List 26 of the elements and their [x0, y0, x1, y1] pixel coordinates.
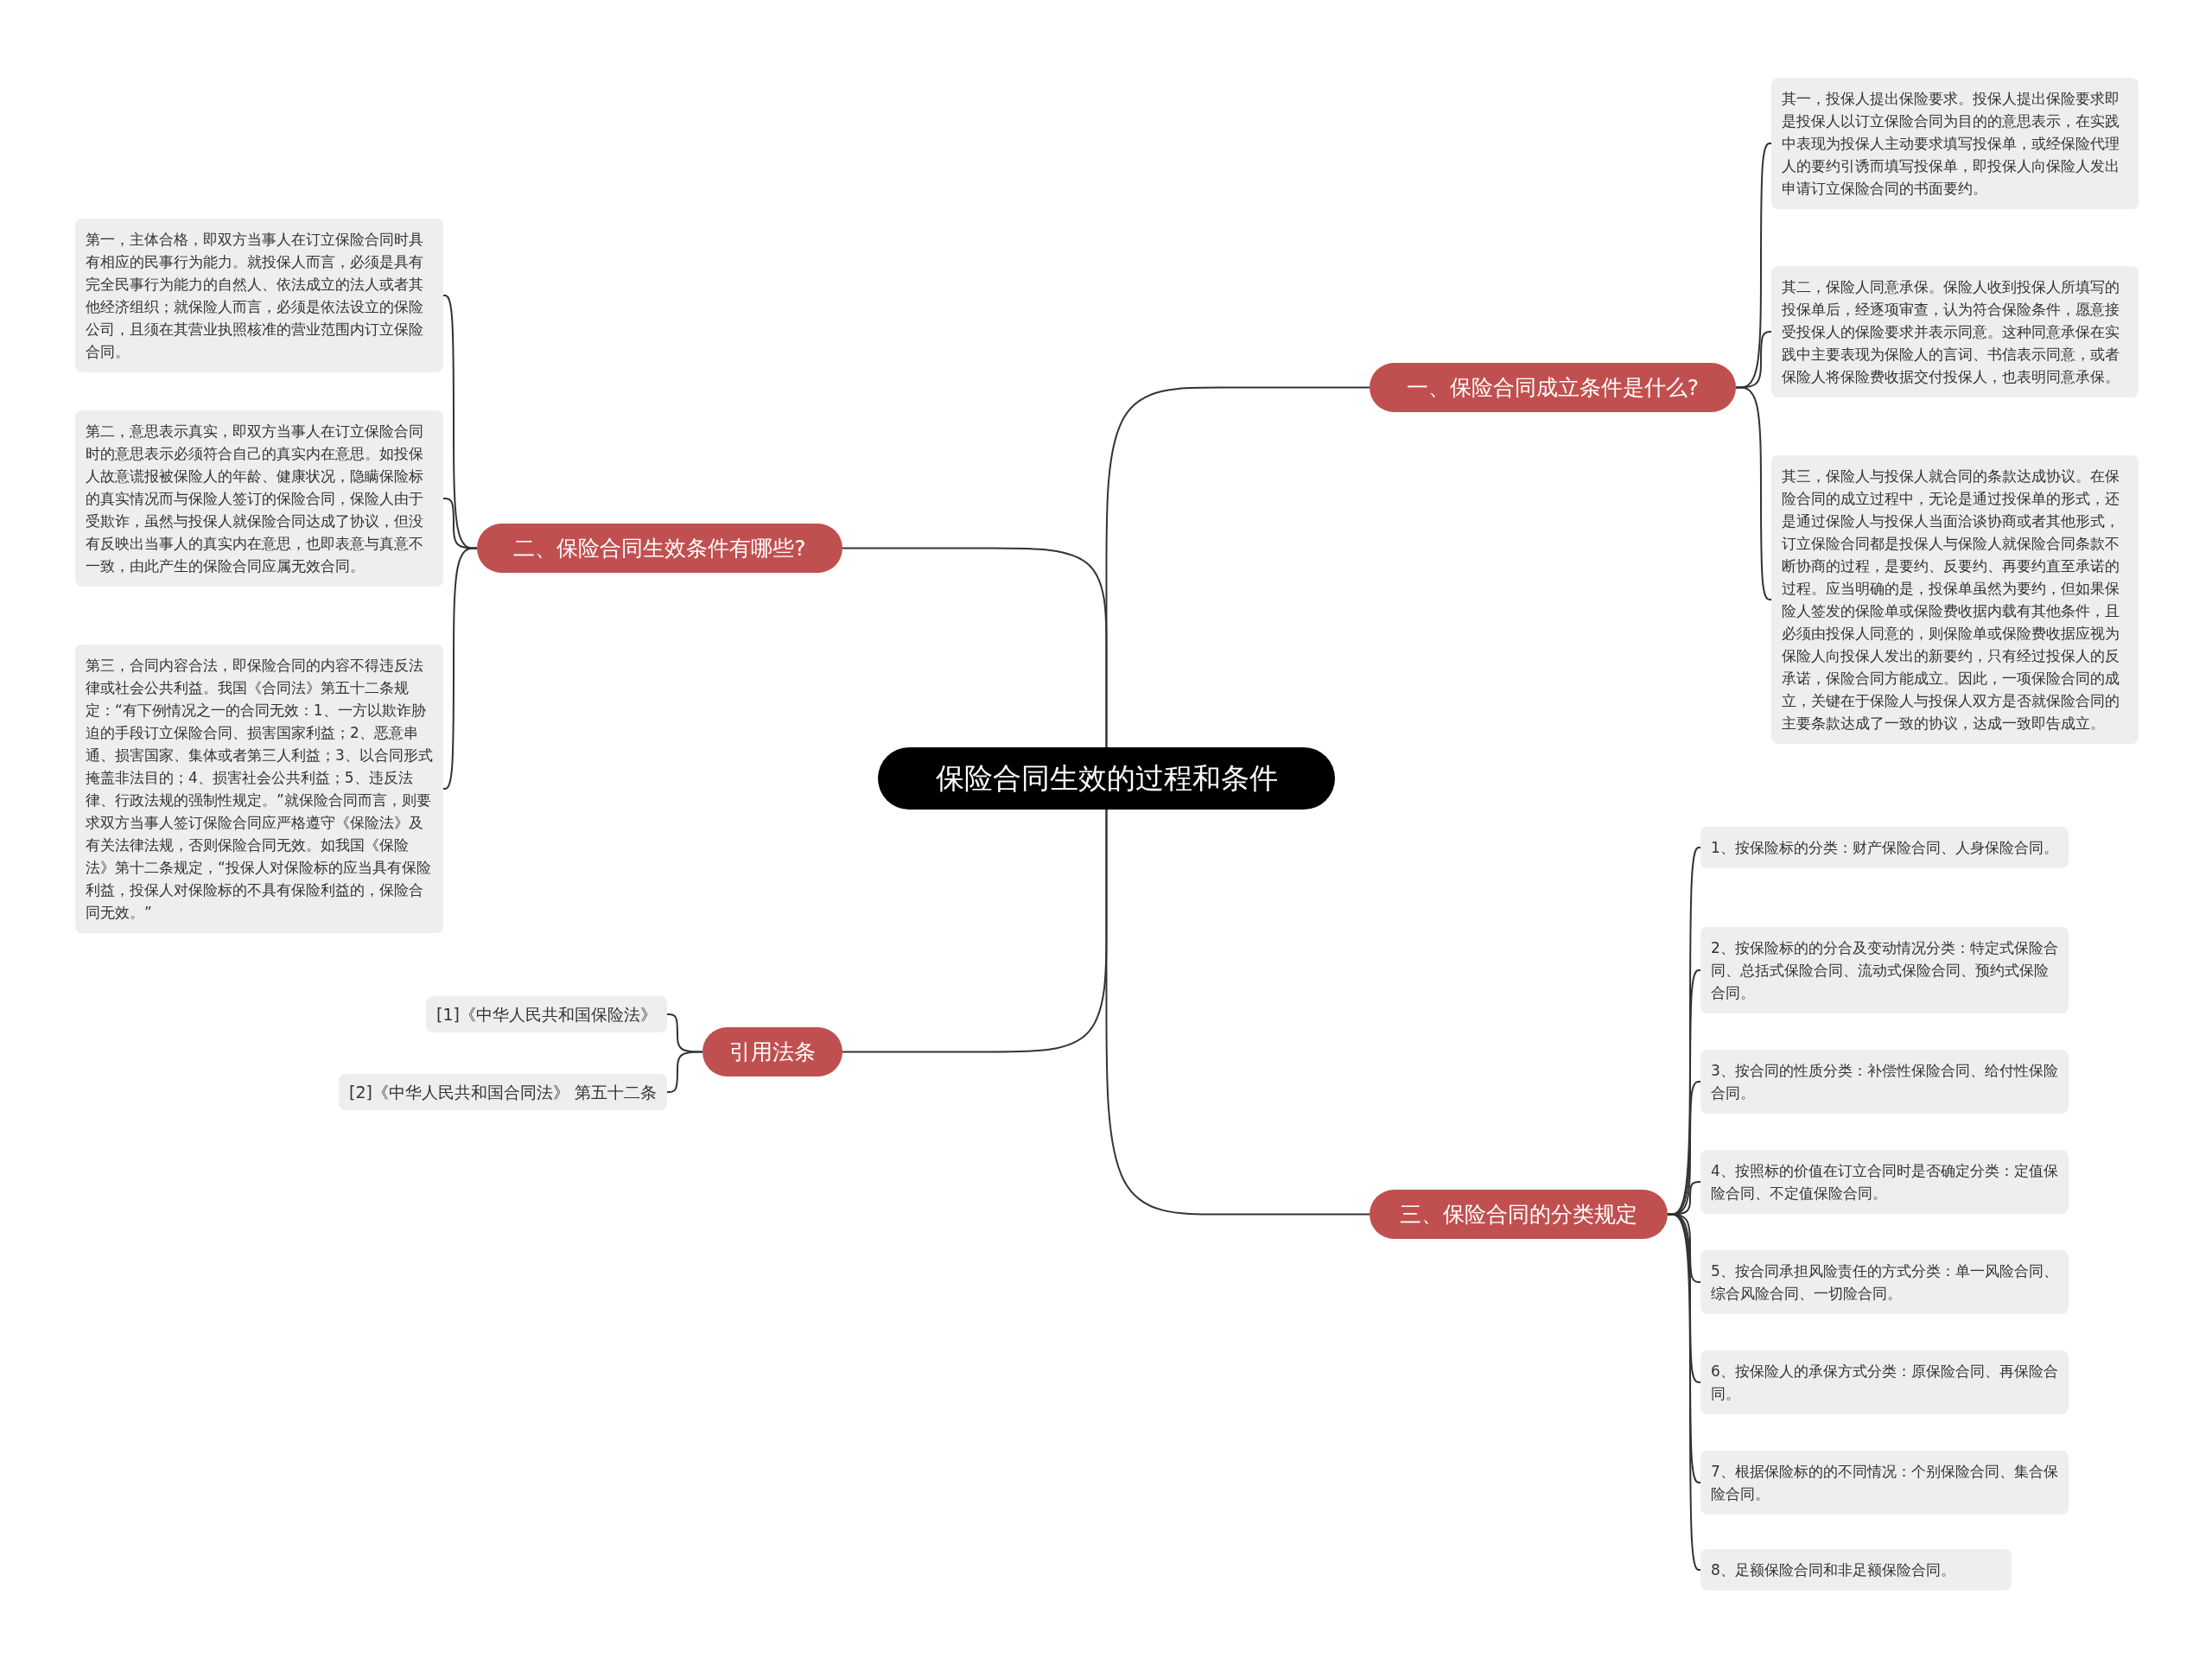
connector-line — [666, 1051, 703, 1093]
text-card: 3、按合同的性质分类：补偿性保险合同、给付性保险合同。 — [1700, 1050, 2069, 1114]
connector-line — [1735, 386, 1772, 600]
citation-card: [2]《中华人民共和国合同法》 第五十二条 — [339, 1074, 667, 1110]
text-card: 第二，意思表示真实，即双方当事人在订立保险合同时的意思表示必须符合自己的真实内在意思。如投保人故意谎报被保险人的年龄、健康状况，隐瞒保险标的真实情况而与保险人签订的保险合同，保险人由于受欺诈，虽然与投保人就保险合同达成了协议，但没有反映出当事人的真实内在意思，也即表意与真意不一致，由此产生的保险合同应属无效合同。 — [75, 410, 443, 587]
text-card: 5、按合同承担风险责任的方式分类：单一风险合同、综合风险合同、一切险合同。 — [1700, 1250, 2069, 1314]
topic-pill: 三、保险合同的分类规定 — [1370, 1190, 1668, 1239]
connector-line — [842, 547, 1108, 748]
text-card: 其二，保险人同意承保。保险人收到投保人所填写的投保单后，经逐项审查，认为符合保险条件，愿意接受投保人的保险要求并表示同意。这种同意承保在实践中主要表现为保险人的言词、书信表示同意，或者保险人将保险费收据交付投保人，也表明同意承保。 — [1771, 266, 2139, 397]
citation-card: [1]《中华人民共和国保险法》 — [426, 996, 667, 1032]
topic-pill: 一、保险合同成立条件是什么? — [1370, 363, 1736, 412]
text-card: 2、按保险标的的分合及变动情况分类：特定式保险合同、总括式保险合同、流动式保险合同、预约式保险合同。 — [1700, 927, 2069, 1013]
connector-line — [442, 547, 478, 790]
text-card: 8、足额保险合同和非足额保险合同。 — [1700, 1549, 2012, 1591]
text-card: 4、按照标的价值在订立合同时是否确定分类：定值保险合同、不定值保险合同。 — [1700, 1150, 2069, 1214]
topic-pill: 二、保险合同生效条件有哪些? — [477, 524, 842, 573]
text-card: 第一，主体合格，即双方当事人在订立保险合同时具有相应的民事行为能力。就投保人而言，必须是具有完全民事行为能力的自然人、依法成立的法人或者其他经济组织；就保险人而言，必须是依法设立的保险公司，且须在其营业执照核准的营业范围内订立保险合同。 — [75, 219, 443, 372]
topic-pill: 引用法条 — [702, 1027, 842, 1077]
text-card: 6、按保险人的承保方式分类：原保险合同、再保险合同。 — [1700, 1350, 2069, 1414]
text-card: 其一，投保人提出保险要求。投保人提出保险要求即是投保人以订立保险合同为目的的意思表示，在实践中表现为投保人主动要求填写投保单，或经保险代理人的要约引诱而填写投保单，即投保人向保险人发出申请订立保险合同的书面要约。 — [1771, 78, 2139, 209]
text-card: 7、根据保险标的的不同情况：个别保险合同、集合保险合同。 — [1700, 1451, 2069, 1515]
text-card: 1、按保险标的分类：财产保险合同、人身保险合同。 — [1700, 827, 2069, 868]
text-card: 其三，保险人与投保人就合同的条款达成协议。在保险合同的成立过程中，无论是通过投保单的形式，还是通过保险人与投保人当面洽谈协商或者其他形式，订立保险合同都是投保人与保险人就保险合同条款不断协商的过程，是要约、反要约、再要约直至承诺的过程。应当明确的是，投保单虽然为要约，但如果保险人签发的保险单或保险费收据内载有其他条件，且必须由投保人同意的，则保险单或保险费收据应视为保险人向投保人发出的新要约，只有经过投保人的反承诺，保险合同方能成立。因此，一项保险合同的成立，关键在于保险人与投保人双方是否就保险合同的主要条款达成了一致的协议，达成一致即告成立。 — [1771, 455, 2139, 744]
connector-line — [1105, 809, 1370, 1216]
central-topic: 保险合同生效的过程和条件 — [878, 747, 1335, 810]
text-card: 第三，合同内容合法，即保险合同的内容不得违反法律或社会公共利益。我国《合同法》第五十二条规定：“有下例情况之一的合同无效：1、一方以欺诈胁迫的手段订立保险合同、损害国家利益；2、恶意串通、损害国家、集体或者第三人利益；3、以合同形式掩盖非法目的；4、损害社会公共利益；5、违反法律、行政法规的强制性规定。”就保险合同而言，则要求双方当事人签订保险合同应严格遵守《保险法》及有关法律法规，否则保险合同无效。如我国《保险法》第十二条规定，“投保人对保险标的应当具有保险利益，投保人对保险标的不具有保险利益的，保险合同无效。” — [75, 645, 443, 933]
